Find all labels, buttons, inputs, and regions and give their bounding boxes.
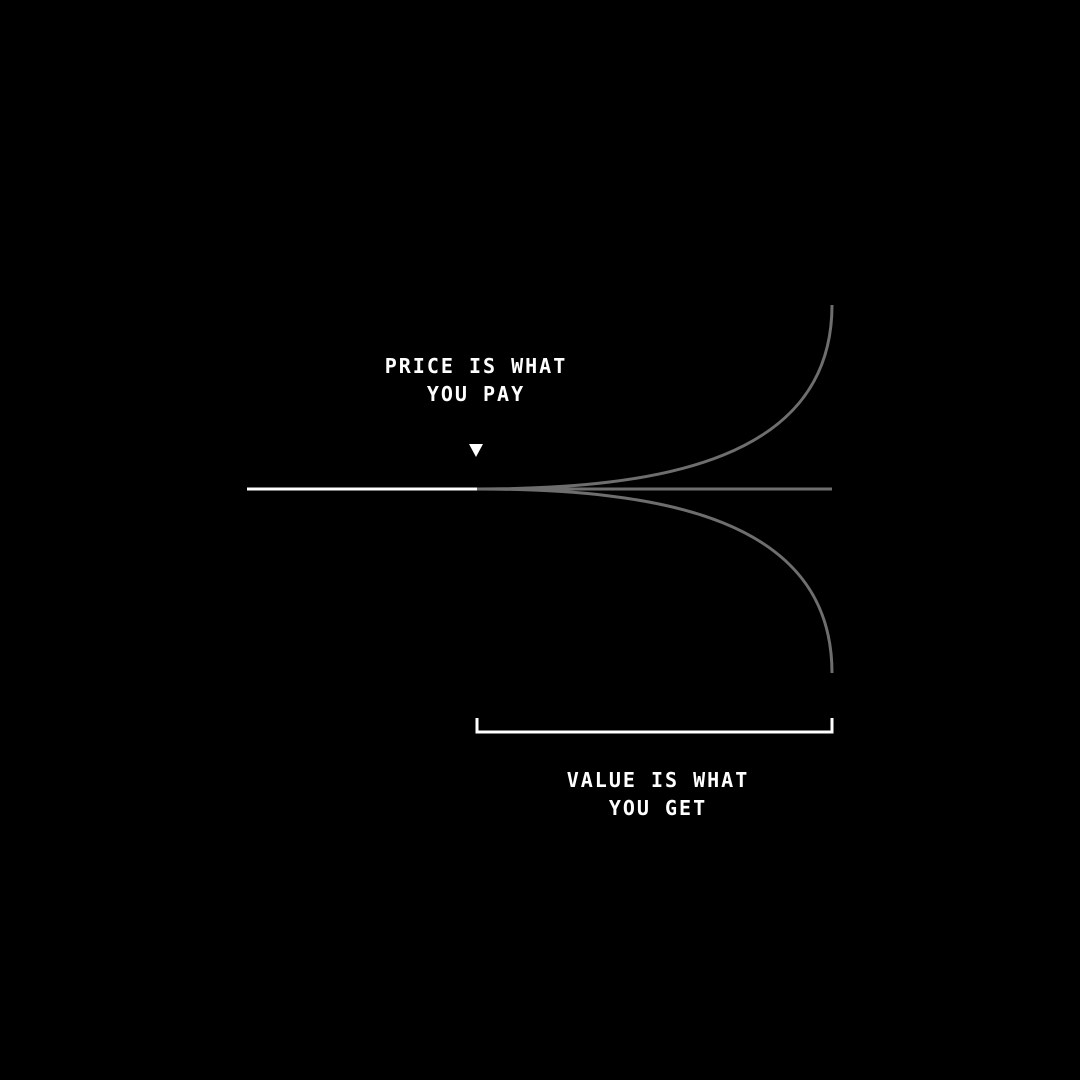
value-label-line-2: YOU GET <box>608 796 708 820</box>
value-label: VALUE IS WHAT YOU GET <box>518 766 798 822</box>
value-branch-upper <box>476 304 834 491</box>
value-label-line-1: VALUE IS WHAT <box>566 768 750 792</box>
value-bracket <box>475 718 834 734</box>
price-label: PRICE IS WHAT YOU PAY <box>336 352 616 408</box>
price-label-line-2: YOU PAY <box>426 382 526 406</box>
price-label-line-1: PRICE IS WHAT <box>384 354 568 378</box>
triangle-down-icon <box>469 444 483 457</box>
value-branch-lower <box>476 487 834 674</box>
